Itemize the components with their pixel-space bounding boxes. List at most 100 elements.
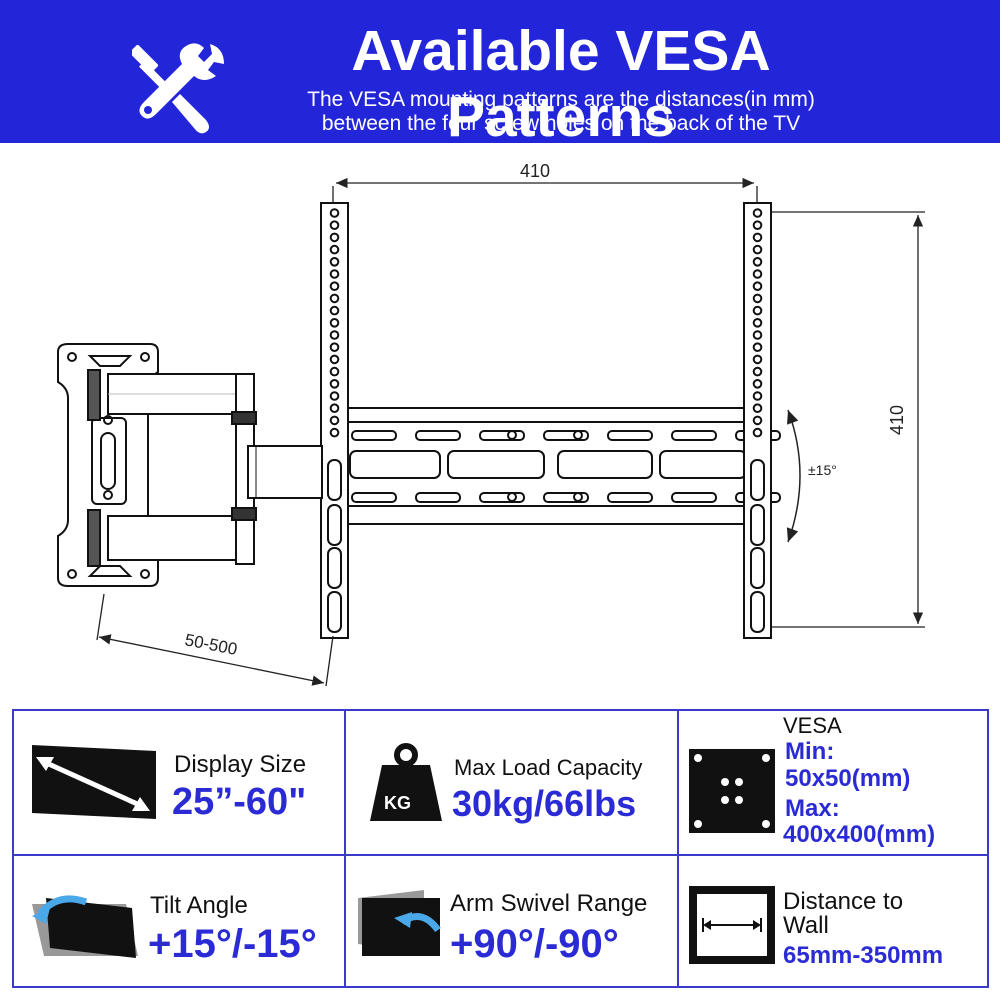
crossbar-slot — [543, 492, 589, 503]
rail-hole — [329, 415, 340, 426]
right-rail — [743, 202, 772, 639]
height-label: 410 — [887, 405, 907, 435]
tilt-angle-label: Tilt Angle — [150, 892, 248, 919]
width-label: 410 — [520, 161, 550, 181]
rail-hole — [329, 379, 340, 389]
rail-hole — [752, 293, 763, 304]
rail-hole — [752, 244, 763, 255]
tilt-label: ±15° — [808, 462, 837, 478]
max-load-value: 30kg/66lbs — [452, 783, 637, 824]
spec-distance-to-wall: Distance to Wall 65mm-350mm — [679, 856, 987, 986]
page-title: Available VESA Patterns — [351, 19, 771, 149]
crossbar-slot — [415, 430, 461, 441]
height-dimension: 410 — [770, 211, 925, 628]
vesa-max-label: Max: — [785, 795, 840, 822]
rail-hole — [752, 366, 763, 377]
crossbar-slot — [351, 430, 397, 441]
specs-grid: Display Size 25”-60" KG Max Load Capacit… — [12, 709, 989, 988]
vesa-plate-icon — [689, 749, 775, 833]
extension-dimension: 50-500 — [96, 593, 334, 687]
spec-tilt-angle: Tilt Angle +15°/-15° — [14, 856, 344, 986]
weight-icon-text: KG — [384, 793, 411, 813]
rail-hole — [329, 281, 340, 292]
rail-hole — [329, 244, 340, 255]
rail-hole — [752, 257, 763, 267]
crossbar-slot — [671, 430, 717, 441]
arm-swivel-value: +90°/-90° — [450, 922, 619, 966]
width-dimension: 410 — [332, 161, 758, 210]
crossbar-slot — [415, 492, 461, 503]
extension-label: 50-500 — [183, 630, 239, 659]
rail-hole — [752, 330, 763, 340]
crossbar-slot — [479, 492, 525, 503]
rail-hole — [329, 354, 340, 365]
spec-max-load: KG Max Load Capacity 30kg/66lbs — [346, 711, 677, 854]
rail-hole — [329, 330, 340, 340]
grid-divider — [344, 711, 346, 986]
wall-plate-arm — [57, 343, 323, 587]
rail-hole — [329, 318, 340, 328]
crossbar-slot — [607, 492, 653, 503]
vesa-max-value: 400x400(mm) — [783, 821, 936, 848]
grid-divider — [677, 711, 679, 986]
rail-hole — [329, 403, 340, 414]
header-banner: Available VESA Patterns The VESA mountin… — [0, 0, 1000, 149]
rail-hole — [752, 232, 763, 243]
rail-hole — [752, 403, 763, 414]
rail-hole — [329, 293, 340, 304]
rail-hole — [329, 220, 340, 230]
rail-hole — [752, 281, 763, 292]
rail-hole — [752, 354, 763, 365]
display-size-value: 25”-60" — [172, 781, 307, 823]
rail-hole — [752, 208, 763, 218]
rail-hole — [329, 269, 340, 279]
rail-hole — [752, 391, 763, 401]
crossbar — [329, 407, 781, 525]
distance-value: 65mm-350mm — [783, 942, 944, 969]
rail-hole — [329, 257, 340, 267]
crossbar-slot — [671, 492, 717, 503]
rail-hole — [752, 305, 763, 316]
spec-display-size: Display Size 25”-60" — [14, 711, 344, 854]
wrench-screwdriver-icon — [132, 43, 224, 134]
swivel-icon — [358, 890, 441, 956]
subtitle-line-1: The VESA mounting patterns are the dista… — [307, 88, 815, 111]
spec-vesa: VESA Min: 50x50(mm) Max: 400x400(mm) — [679, 711, 987, 854]
subtitle: The VESA mounting patterns are the dista… — [236, 88, 886, 136]
crossbar-slot — [479, 430, 525, 441]
rail-hole — [752, 379, 763, 389]
rail-hole — [752, 415, 763, 426]
vesa-min-value: 50x50(mm) — [785, 765, 911, 792]
mount-diagram: 410 410 — [57, 161, 925, 687]
display-size-icon — [32, 745, 156, 819]
rail-hole — [329, 342, 340, 353]
spec-arm-swivel: Arm Swivel Range +90°/-90° — [346, 856, 677, 986]
vesa-min-label: Min: — [785, 738, 835, 765]
rail-hole — [752, 220, 763, 230]
max-load-label: Max Load Capacity — [454, 755, 643, 780]
rail-hole — [752, 269, 763, 279]
weight-icon — [370, 743, 442, 821]
rail-hole — [329, 208, 340, 218]
rail-hole — [752, 342, 763, 353]
subtitle-line-2: between the four screw holes on the back… — [321, 112, 801, 135]
grid-divider — [14, 854, 987, 856]
crossbar-slot — [543, 430, 589, 441]
tilt-indicator: ±15° — [786, 409, 837, 543]
arm-swivel-label: Arm Swivel Range — [450, 890, 648, 917]
rail-hole — [329, 366, 340, 377]
distance-label-line-1: Distance to — [783, 888, 904, 915]
distance-icon — [689, 886, 775, 964]
rail-hole — [329, 427, 340, 438]
rail-hole — [329, 305, 340, 316]
crossbar-slot — [351, 492, 397, 503]
rail-hole — [752, 318, 763, 328]
vesa-label: VESA — [783, 713, 842, 738]
rail-hole — [329, 391, 340, 401]
crossbar-slot — [607, 430, 653, 441]
tilt-angle-value: +15°/-15° — [148, 922, 317, 966]
rail-hole — [752, 427, 763, 438]
rail-hole — [329, 232, 340, 243]
left-rail — [320, 202, 349, 639]
display-size-label: Display Size — [174, 751, 307, 778]
